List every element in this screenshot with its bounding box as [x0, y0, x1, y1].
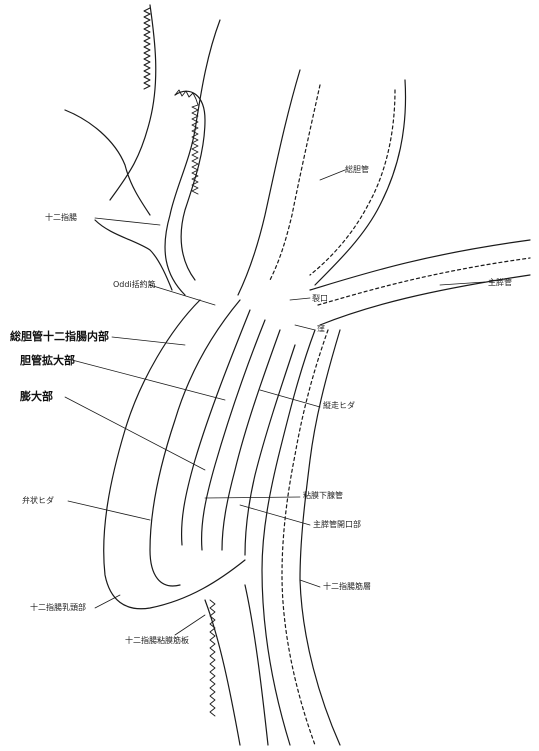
- longitudinal-fold-3: [222, 330, 280, 550]
- duodenal-wall-right: [262, 330, 315, 745]
- common-bile-duct-lumen-edge: [270, 85, 320, 280]
- label-cbd-dilated-part: 胆管拡大部: [20, 354, 75, 367]
- leader-recess: [295, 325, 315, 330]
- leader-ampulla: [65, 397, 205, 470]
- leader-pancreatic-opening: [240, 505, 310, 525]
- label-notch: 裂口: [312, 294, 328, 304]
- duodenal-mucosa-lower-2: [245, 585, 268, 745]
- leader-intraduodenal: [112, 337, 185, 345]
- longitudinal-fold-2: [202, 320, 265, 550]
- label-main-pancreatic-duct: 主膵管: [488, 278, 512, 288]
- label-common-bile-duct: 総胆管: [345, 165, 369, 175]
- duodenal-villi-upper: [144, 8, 150, 89]
- longitudinal-fold-1: [182, 310, 250, 545]
- duodenal-outer-left: [65, 110, 150, 215]
- label-valvular-folds: 弁状ヒダ: [22, 496, 54, 506]
- leader-bile-duct: [320, 170, 345, 180]
- leader-oddi: [150, 285, 215, 305]
- leader-notch: [290, 298, 310, 300]
- label-oddi-sphincter: Oddi括約筋: [113, 280, 156, 290]
- label-duodenal-muscle-layer: 十二指腸筋層: [323, 582, 371, 592]
- label-ampulla-dilated-part: 膨大部: [20, 390, 53, 403]
- leader-papilla: [95, 595, 120, 608]
- label-duodenum: 十二指腸: [45, 213, 77, 223]
- label-recess: 窪: [317, 324, 325, 334]
- duodenal-fold-outer: [165, 20, 220, 295]
- leader-longitudinal: [260, 390, 320, 407]
- label-duodenal-mucosal-muscle: 十二指腸粘膜筋板: [125, 636, 189, 646]
- leader-duodenum: [95, 218, 160, 225]
- label-pancreatic-duct-opening: 主膵管開口部: [313, 520, 361, 530]
- duodenal-mucosa-upper: [110, 5, 156, 200]
- label-longitudinal-folds: 縦走ヒダ: [323, 401, 355, 411]
- duodenal-wall-right-outer: [300, 330, 340, 745]
- label-duodenal-papilla: 十二指腸乳頭部: [30, 603, 86, 613]
- label-submucosal-glands: 粘膜下腺管: [303, 491, 343, 501]
- leader-submucosal: [205, 497, 300, 498]
- label-cbd-intraduodenal-part: 総胆管十二指腸内部: [10, 330, 109, 343]
- common-bile-duct-wall-right: [315, 80, 406, 285]
- longitudinal-fold-4: [245, 345, 295, 555]
- leader-muscle: [300, 580, 320, 587]
- common-bile-duct-wall-left: [238, 70, 300, 295]
- common-bile-duct-lumen-edge-r: [310, 90, 395, 275]
- leader-dilated: [72, 360, 225, 400]
- duodenal-wall-right-dash: [282, 330, 328, 745]
- duodenal-fold-inner: [175, 91, 205, 280]
- leader-valvular: [68, 501, 150, 520]
- leader-mucosal-muscle: [175, 615, 205, 635]
